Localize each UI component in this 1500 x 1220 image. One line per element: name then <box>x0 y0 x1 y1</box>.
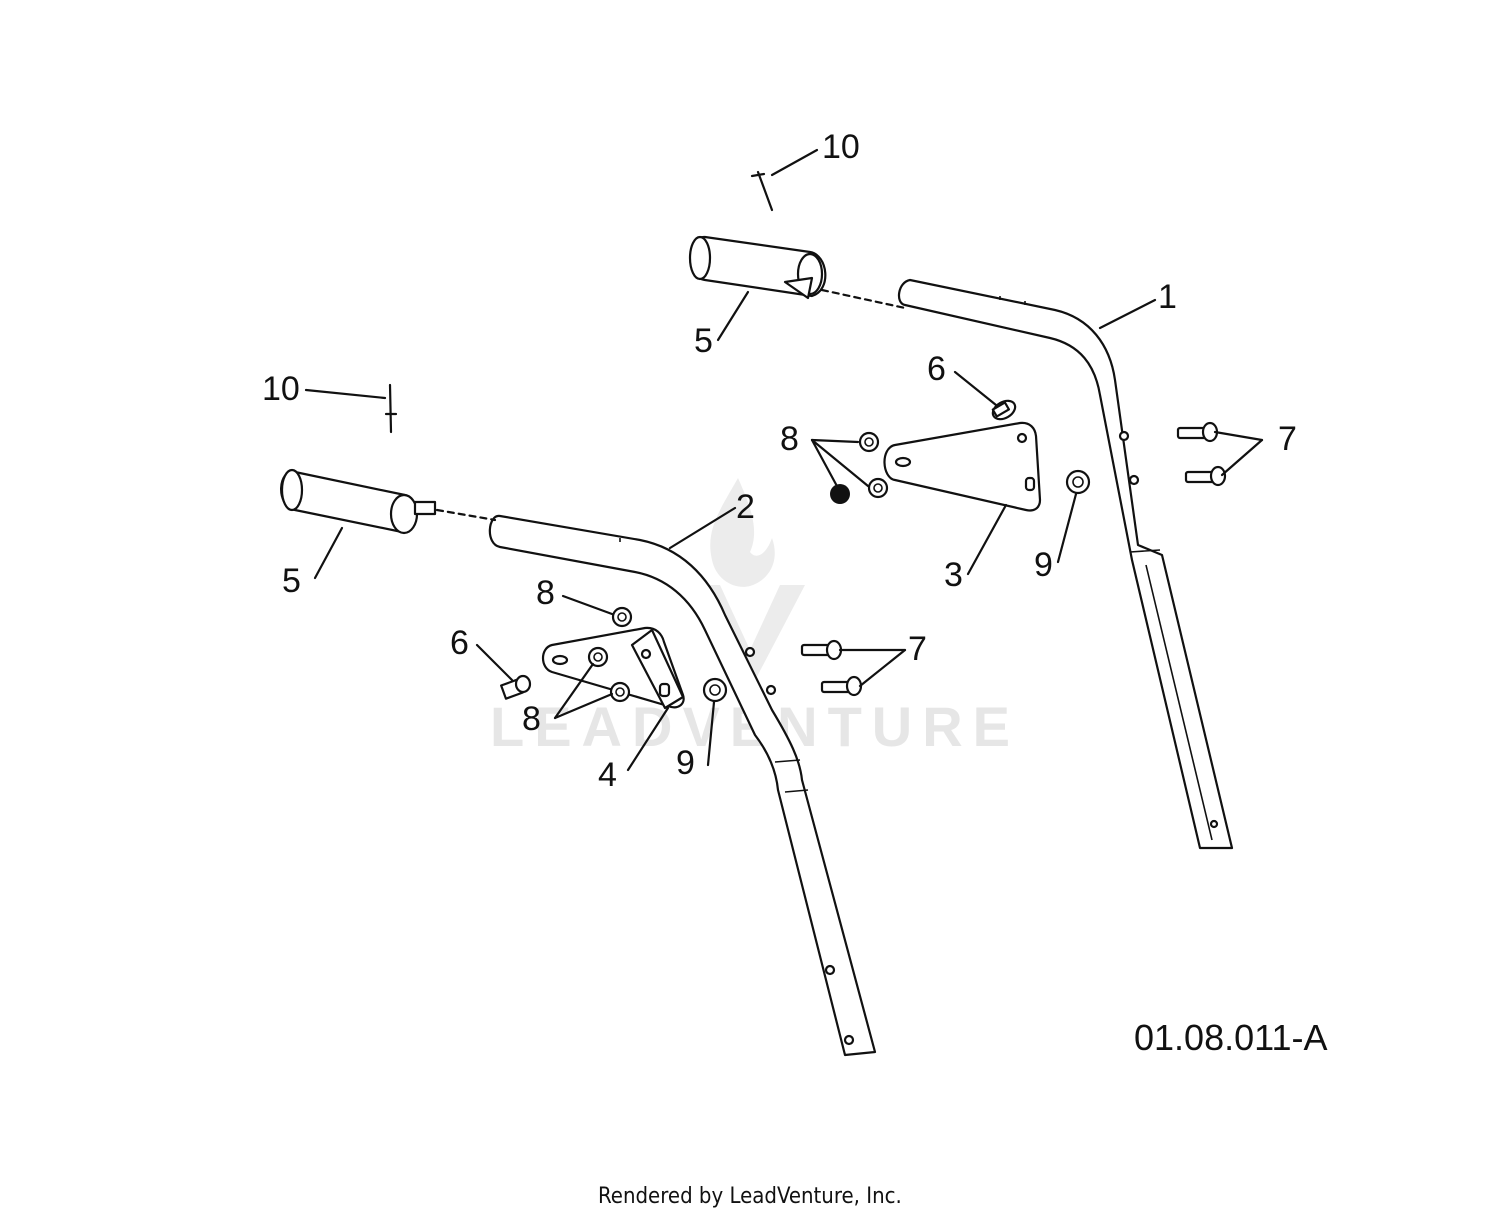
lower-nut-8-top[interactable] <box>611 606 633 628</box>
upper-washer-9[interactable] <box>1065 469 1091 495</box>
callout-upper-grip: 5 <box>694 322 713 360</box>
lower-washer-9[interactable] <box>702 677 728 703</box>
upper-nuts-8[interactable] <box>830 431 889 504</box>
lower-grip[interactable] <box>280 468 497 535</box>
upper-bolt-6[interactable] <box>990 397 1019 423</box>
callout-lower-handle: 2 <box>736 488 755 526</box>
callout-lower-bolts-7: 7 <box>908 630 927 668</box>
callout-lower-grip: 5 <box>282 562 301 600</box>
drawing-code: 01.08.011-A <box>1134 1017 1327 1058</box>
watermark-flame-icon <box>710 478 775 587</box>
callout-upper-handle: 1 <box>1158 278 1177 316</box>
upper-pin[interactable] <box>750 170 774 212</box>
lower-nuts-8[interactable] <box>587 646 631 703</box>
lower-bracket[interactable] <box>541 626 685 710</box>
callout-lower-pin: 10 <box>262 370 300 408</box>
upper-grip[interactable] <box>688 235 907 310</box>
callout-upper-bolts-7: 7 <box>1278 420 1297 458</box>
callout-lower-bracket: 4 <box>598 756 617 794</box>
callouts: 10 1 5 6 8 7 3 9 10 5 2 8 6 8 4 9 7 <box>262 128 1297 794</box>
upper-handle[interactable] <box>897 278 1234 850</box>
callout-upper-washer-9: 9 <box>1034 546 1053 584</box>
callout-lower-washer-9: 9 <box>676 744 695 782</box>
callout-lower-bolt-6: 6 <box>450 624 469 662</box>
upper-bolts-7[interactable] <box>1176 421 1227 487</box>
callout-upper-bracket: 3 <box>944 556 963 594</box>
callout-upper-bolt-6: 6 <box>927 350 946 388</box>
lower-handle[interactable] <box>488 514 877 1057</box>
callout-lower-nut-8-top: 8 <box>536 574 555 612</box>
lower-pin[interactable] <box>384 383 398 434</box>
footer-credit: Rendered by LeadVenture, Inc. <box>598 1184 902 1209</box>
callout-lower-nuts-8: 8 <box>522 700 541 738</box>
leader-lines <box>304 148 1264 772</box>
lower-bolt-6[interactable] <box>500 674 532 700</box>
upper-bracket[interactable] <box>883 421 1042 512</box>
callout-upper-nuts-8: 8 <box>780 420 799 458</box>
callout-upper-pin: 10 <box>822 128 860 166</box>
